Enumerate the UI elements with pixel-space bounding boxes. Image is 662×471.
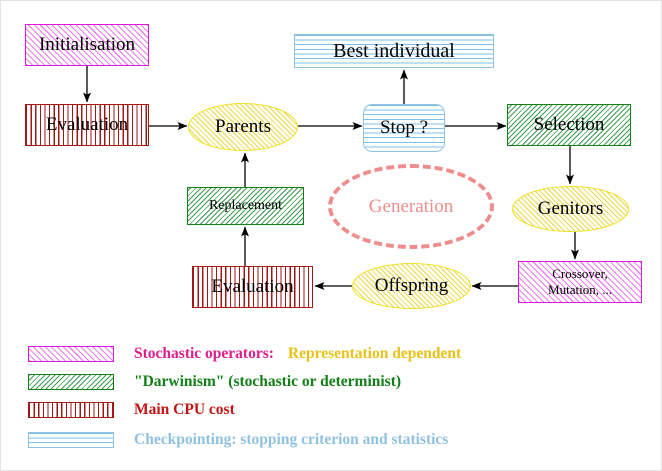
node-evaluation-bottom-label: Evaluation: [211, 276, 294, 298]
node-stop[interactable]: Stop ?: [363, 104, 445, 152]
legend-label-checkpointing: Checkpointing: stopping criterion and st…: [134, 431, 449, 448]
legend-row-stochastic-operators: Stochastic operators: Representation dep…: [28, 343, 461, 365]
node-selection-label: Selection: [533, 114, 605, 136]
node-generation-label: Generation: [368, 195, 454, 217]
node-offspring-label: Offspring: [374, 275, 449, 297]
node-evaluation-top-label: Evaluation: [45, 114, 129, 136]
node-initialisation[interactable]: Initialisation: [25, 24, 149, 66]
node-stop-label: Stop ?: [379, 117, 429, 139]
node-replacement[interactable]: Replacement: [187, 187, 304, 225]
node-parents-label: Parents: [215, 116, 271, 138]
node-crossover-mutation-line1: Crossover,: [552, 266, 608, 282]
node-crossover-mutation[interactable]: Crossover, Mutation, ...: [518, 261, 642, 303]
node-replacement-label: Replacement: [208, 197, 283, 213]
node-evaluation-bottom[interactable]: Evaluation: [192, 266, 313, 308]
legend-row-main-cpu-cost: Main CPU cost: [28, 399, 235, 421]
node-best-individual[interactable]: Best individual: [294, 34, 494, 68]
node-evaluation-top[interactable]: Evaluation: [25, 104, 149, 146]
node-initialisation-label: Initialisation: [38, 34, 136, 56]
node-best-individual-label: Best individual: [333, 39, 455, 62]
node-crossover-mutation-line2: Mutation, ...: [548, 282, 612, 297]
node-parents[interactable]: Parents: [188, 103, 298, 151]
node-generation-region: Generation: [328, 164, 494, 249]
legend-label-representation-dependent: Representation dependent: [287, 345, 462, 362]
legend-label-main-cpu-cost: Main CPU cost: [134, 401, 235, 418]
legend-swatch-red-vertical-stripe: [28, 402, 114, 418]
legend-swatch-magenta-hatch: [28, 346, 114, 362]
node-offspring[interactable]: Offspring: [352, 263, 471, 309]
legend-row-checkpointing: Checkpointing: stopping criterion and st…: [28, 429, 448, 451]
node-selection[interactable]: Selection: [507, 104, 631, 146]
legend-label-darwinism: "Darwinism" (stochastic or determinist): [134, 373, 402, 390]
legend-swatch-green-hatch: [28, 374, 114, 390]
node-genitors[interactable]: Genitors: [512, 186, 629, 232]
legend-swatch-blue-horizontal-stripe: [28, 432, 114, 448]
node-genitors-label: Genitors: [537, 198, 604, 220]
legend: Stochastic operators: Representation dep…: [1, 337, 661, 470]
legend-label-stochastic-operators: Stochastic operators:: [134, 345, 274, 362]
legend-row-darwinism: "Darwinism" (stochastic or determinist): [28, 371, 401, 393]
